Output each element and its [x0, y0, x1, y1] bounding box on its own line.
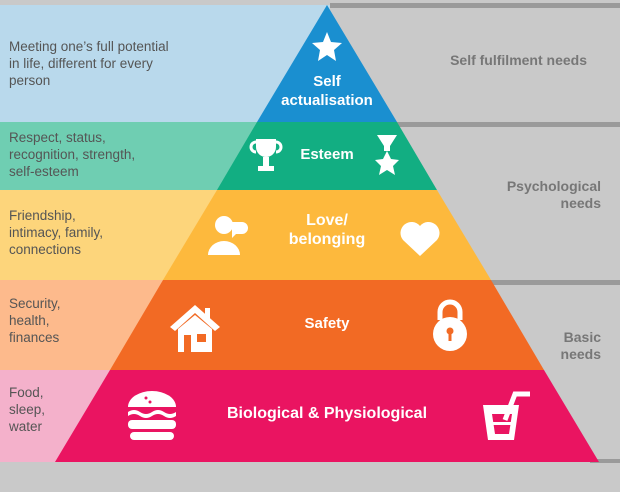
medal-icon [375, 135, 399, 175]
divider [330, 3, 620, 8]
group-label-basic: Basic needs [520, 329, 601, 363]
description-biological: Food, sleep, water [9, 384, 45, 435]
house-icon [170, 305, 220, 352]
level-label-biological: Biological & Physiological [226, 405, 428, 422]
level-label-esteem: Esteem [300, 146, 354, 163]
padlock-icon [433, 299, 467, 351]
level-label-safety: Safety [304, 315, 350, 332]
description-line: Meeting one’s full potential [9, 39, 169, 54]
layer-love-belonging [163, 190, 491, 280]
description-line: in life, different for every [9, 56, 153, 71]
description-line: health, [9, 313, 50, 328]
person-chat-icon [208, 216, 248, 255]
label-line: Psychological [506, 178, 601, 194]
description-line: sleep, [9, 402, 46, 417]
description-line: person [9, 73, 51, 88]
label-line: Basic [563, 329, 601, 345]
label-line: needs [560, 346, 601, 362]
divider [395, 122, 620, 127]
description-line: connections [9, 242, 82, 257]
divider [490, 280, 620, 285]
description-line: Respect, status, [9, 130, 106, 145]
level-label-self-actualisation: Self actualisation [267, 72, 387, 110]
description-line: Friendship, [9, 208, 76, 223]
label-line: actualisation [281, 92, 373, 109]
label-line: Self [313, 73, 341, 90]
description-line: self-esteem [9, 164, 79, 179]
description-line: finances [9, 330, 60, 345]
group-label-psychological: Psychological needs [470, 178, 601, 212]
layer-safety [110, 280, 544, 370]
label-line: needs [560, 195, 601, 211]
layer-biological [55, 370, 599, 462]
description-love: Friendship, intimacy, family, connection… [9, 207, 103, 258]
star-icon [312, 32, 342, 61]
description-safety: Security, health, finances [9, 295, 61, 346]
description-line: Food, [9, 385, 44, 400]
group-label-self-fulfilment: Self fulfilment needs [450, 52, 587, 68]
description-line: Security, [9, 296, 61, 311]
description-line: water [9, 419, 43, 434]
heart-icon [400, 221, 440, 256]
drink-icon [483, 391, 530, 440]
label-line: Love/ [306, 212, 348, 229]
description-esteem: Respect, status, recognition, strength, … [9, 129, 135, 180]
divider [590, 459, 620, 463]
description-line: recognition, strength, [9, 147, 136, 162]
trophy-icon [249, 139, 283, 171]
layer-self-actualisation [257, 5, 397, 122]
burger-icon [128, 391, 176, 440]
description-line: intimacy, family, [9, 225, 104, 240]
description-self-actualisation: Meeting one’s full potential in life, di… [9, 38, 169, 89]
level-label-love-belonging: Love/ belonging [257, 211, 397, 249]
label-line: belonging [288, 231, 366, 248]
